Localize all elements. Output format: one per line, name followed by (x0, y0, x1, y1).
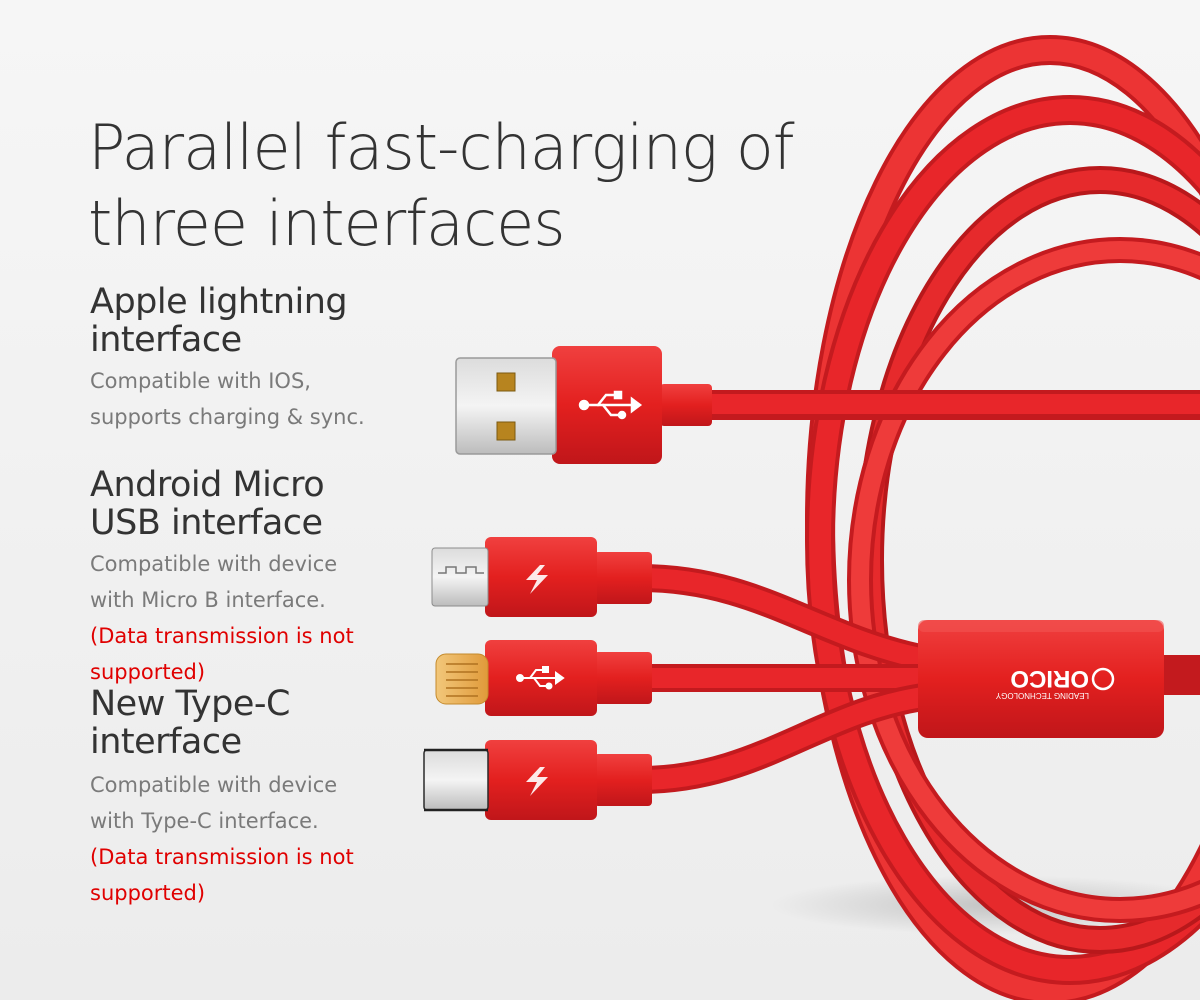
lightning-bolt-icon (526, 565, 548, 594)
title-line-2: three interfaces (88, 187, 566, 260)
section-description: Compatible with IOS, supports charging &… (90, 369, 365, 429)
apple-lightning-section: Apple lightning interface Compatible wit… (90, 283, 420, 435)
section-title: Android Micro USB interface (90, 465, 325, 543)
usb-symbol-icon (578, 390, 643, 420)
page-title: Parallel fast-charging of three interfac… (88, 110, 848, 262)
usb-a-cable (455, 346, 1200, 464)
data-note: (Data transmission is not supported) (90, 845, 354, 905)
cable-coil (805, 35, 1200, 1000)
section-description: Compatible with device with Micro B inte… (90, 552, 338, 612)
lightning-bolt-icon (526, 767, 548, 796)
orico-logo: ORICO LEADING TECHNOLOGY (995, 665, 1115, 700)
title-line-1: Parallel fast-charging of (88, 111, 795, 184)
logo-tagline: LEADING TECHNOLOGY (995, 691, 1089, 700)
splitter-housing (918, 620, 1200, 738)
data-note: (Data transmission is not supported) (90, 624, 354, 684)
section-title: Apple lightning interface (90, 282, 348, 360)
section-title: New Type-C interface (90, 684, 290, 762)
branch-cables (626, 564, 944, 794)
type-c-section: New Type-C interface Compatible with dev… (90, 685, 420, 911)
section-description: Compatible with device with Type-C inter… (90, 773, 338, 833)
usb-symbol-icon (516, 666, 565, 690)
android-micro-usb-section: Android Micro USB interface Compatible w… (90, 466, 420, 690)
logo-text: ORICO (1010, 665, 1089, 692)
